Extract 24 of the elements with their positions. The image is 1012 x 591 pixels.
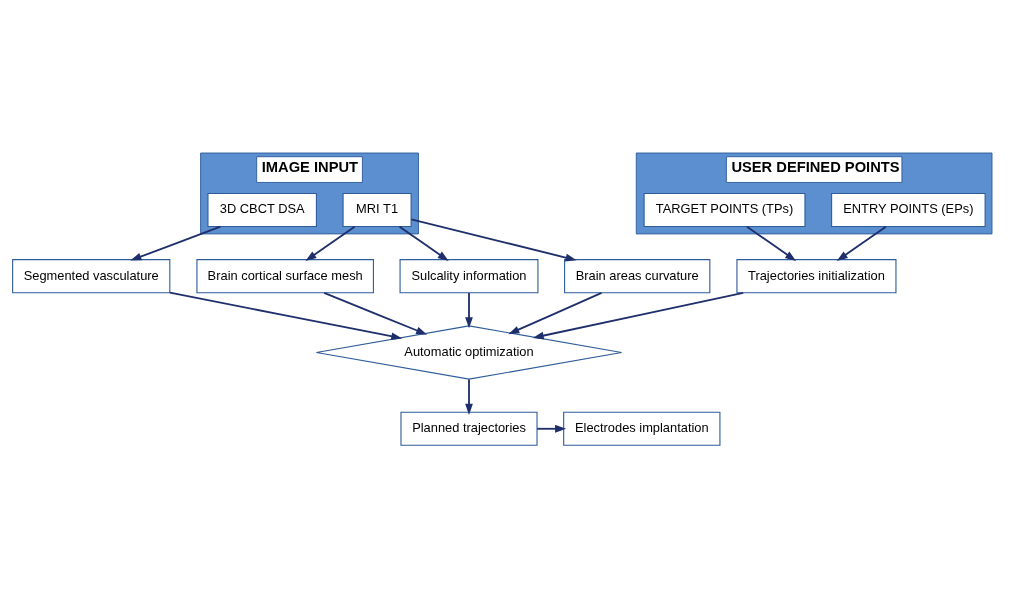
node-box: ENTRY POINTS (EPs) bbox=[831, 192, 986, 228]
node-box: TARGET POINTS (TPs) bbox=[643, 192, 806, 228]
node-box: Sulcality information bbox=[399, 259, 539, 294]
node-box: Electrodes implantation bbox=[563, 411, 721, 446]
node-box: Segmented vasculature bbox=[12, 259, 171, 294]
arrow bbox=[410, 218, 577, 262]
arrow bbox=[836, 225, 887, 262]
arrow bbox=[532, 291, 745, 340]
arrow bbox=[130, 225, 222, 261]
arrow bbox=[465, 378, 473, 415]
node-box: 3D CBCT DSA bbox=[207, 192, 317, 228]
arrow bbox=[323, 292, 428, 335]
arrow bbox=[536, 424, 567, 433]
arrow bbox=[508, 292, 603, 335]
arrow bbox=[746, 225, 797, 262]
node-box: MRI T1 bbox=[342, 192, 412, 228]
node-box: Planned trajectories bbox=[400, 411, 538, 446]
arrow bbox=[465, 292, 473, 329]
arrow bbox=[169, 291, 403, 341]
arrow bbox=[305, 225, 356, 262]
node-box: Brain areas curvature bbox=[564, 259, 711, 294]
node-box: Trajectories initialization bbox=[736, 259, 897, 294]
arrow bbox=[398, 225, 449, 262]
node-box: Brain cortical surface mesh bbox=[196, 259, 374, 294]
